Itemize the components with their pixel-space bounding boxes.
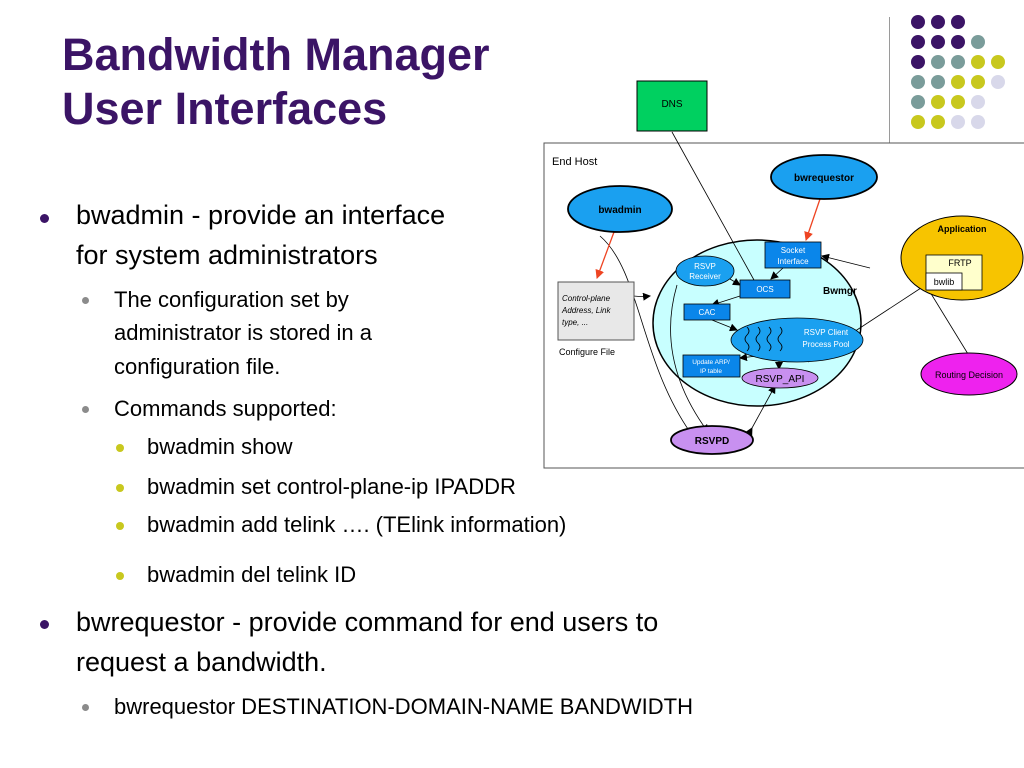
divider-line xyxy=(889,17,890,145)
sub-bullet-commands: Commands supported: xyxy=(114,396,337,421)
config-text-1: Control-plane xyxy=(562,294,611,303)
bullet-bwadmin-line1: bwadmin - provide an interface xyxy=(76,200,446,230)
cac-label: CAC xyxy=(699,308,716,317)
dns-to-ocs-line xyxy=(671,131,755,281)
cac-box xyxy=(683,303,731,321)
socket-interface-box xyxy=(764,241,822,269)
config-text-2: Address, Link xyxy=(561,306,611,315)
bwlib-label: bwlib xyxy=(934,277,955,287)
command-bullet-marker xyxy=(116,522,124,530)
command-add-telink: bwadmin add telink …. (TElink informatio… xyxy=(147,512,567,537)
rsvp-client-label-2: Process Pool xyxy=(802,340,849,349)
routing-decision-label: Routing Decision xyxy=(935,370,1003,380)
command-set-ip: bwadmin set control-plane-ip IPADDR xyxy=(147,474,516,499)
end-host-label: End Host xyxy=(552,156,597,168)
dns-box xyxy=(636,80,708,132)
bwadmin-oval xyxy=(567,185,673,233)
rsvp-api-oval xyxy=(741,367,819,389)
bwadmin-label: bwadmin xyxy=(598,205,641,216)
slide-title: Bandwidth Manager User Interfaces xyxy=(62,28,490,136)
bullet-marker xyxy=(40,214,49,223)
application-label: Application xyxy=(938,224,987,234)
receiver-to-ocs-arrow xyxy=(729,277,741,286)
command-del-telink: bwadmin del telink ID xyxy=(147,562,357,587)
rsvpd-label: RSVPD xyxy=(695,436,729,447)
sub-bullet-bwrequestor-usage: bwrequestor DESTINATION-DOMAIN-NAME BAND… xyxy=(114,694,693,719)
rsvp-receiver-oval xyxy=(675,255,735,287)
socket-interface-label-2: Interface xyxy=(777,257,809,266)
title-line-2: User Interfaces xyxy=(62,83,388,134)
bullet-bwrequestor-line2: request a bandwidth. xyxy=(76,647,327,677)
title-line-1: Bandwidth Manager xyxy=(62,29,490,80)
config-to-bwmgr-arrow xyxy=(633,292,651,301)
rsvp-receiver-label-1: RSVP xyxy=(694,262,716,271)
ocs-label: OCS xyxy=(756,285,773,294)
sub-bullet-marker xyxy=(82,406,89,413)
bwrequestor-label: bwrequestor xyxy=(794,173,854,184)
update-arp-label-1: Update ARP/ xyxy=(692,359,730,366)
dns-label: DNS xyxy=(661,99,682,110)
routing-decision-oval xyxy=(920,352,1018,396)
receiver-to-rsvpd-arrow xyxy=(670,284,709,433)
update-arp-label-2: IP table xyxy=(700,368,722,375)
bullet-bwadmin-line2: for system administrators xyxy=(76,240,378,270)
bullet-marker xyxy=(40,620,49,629)
bwadmin-to-rsvpd-curve xyxy=(599,235,691,433)
rsvpd-oval xyxy=(670,425,754,455)
app-to-routing-line xyxy=(929,291,969,355)
command-bullet-marker xyxy=(116,572,124,580)
rsvp-client-pool-oval xyxy=(730,317,864,363)
socket-to-ocs-arrow xyxy=(770,267,784,280)
diagram-connectors xyxy=(599,131,969,437)
cac-to-pool-arrow xyxy=(711,319,738,332)
sub-bullet-config-line2: administrator is stored in a xyxy=(114,320,372,345)
rsvp-client-label-1: RSVP Client xyxy=(804,328,849,337)
configure-file-label: Configure File xyxy=(559,347,615,357)
bwrequestor-oval xyxy=(770,154,878,200)
rsvpd-api-arrow xyxy=(745,385,776,437)
frtp-label: FRTP xyxy=(948,258,971,268)
socket-interface-label-1: Socket xyxy=(781,246,806,255)
bwmgr-label: Bwmgr xyxy=(823,286,857,297)
sub-bullet-config-line3: configuration file. xyxy=(114,354,281,379)
rsvp-receiver-label-2: Receiver xyxy=(689,272,721,281)
bwlib-box xyxy=(925,272,963,291)
bullet-bwrequestor-line1: bwrequestor - provide command for end us… xyxy=(76,607,659,637)
config-file-box xyxy=(557,281,635,341)
sub-bullet-marker xyxy=(82,297,89,304)
command-bullet-marker xyxy=(116,444,124,452)
rsvp-api-label: RSVP_API xyxy=(756,374,805,385)
bwrequestor-to-socket-arrow xyxy=(804,198,821,241)
decorative-dot-grid xyxy=(911,15,1005,129)
update-arp-box xyxy=(682,354,741,378)
command-bullet-marker xyxy=(116,484,124,492)
process-squiggles xyxy=(744,326,783,352)
bwadmin-to-config-arrow xyxy=(595,231,615,279)
app-to-socket-arrow xyxy=(821,253,871,269)
sub-bullet-config-line1: The configuration set by xyxy=(114,287,349,312)
sub-bullet-marker xyxy=(82,704,89,711)
ocs-to-cac-arrow xyxy=(711,295,741,307)
ocs-box xyxy=(739,279,791,299)
command-show: bwadmin show xyxy=(147,434,293,459)
config-text-3: type, ... xyxy=(562,318,588,327)
